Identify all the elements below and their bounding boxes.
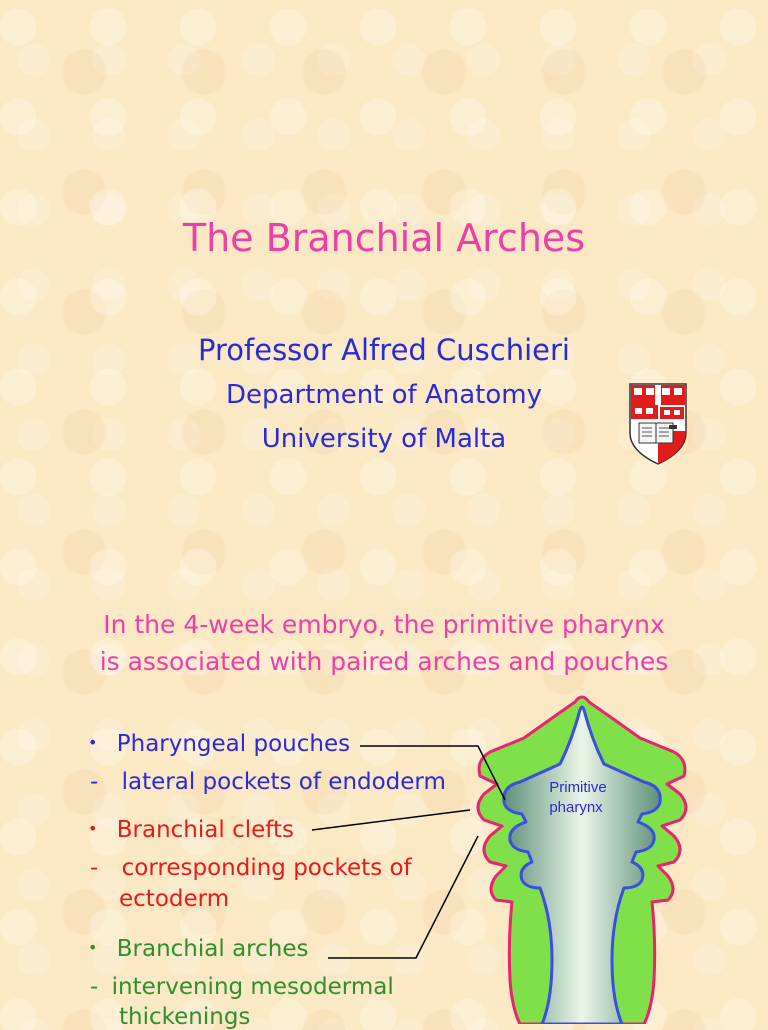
university-name: University of Malta [261,424,507,454]
diagram-label-line-2: pharynx [549,799,603,816]
bullet-label: Branchial arches [116,936,309,962]
department-name: Department of Anatomy [226,380,542,410]
university-crest-icon [629,383,687,465]
dash-marker: - [90,769,99,795]
bullet-arches-description: - intervening mesodermal [90,974,394,1000]
bullet-pharyngeal-pouches: • Pharyngeal pouches [88,731,350,757]
slide-title: The Branchial Arches [182,216,586,260]
bullet-clefts-description: - corresponding pockets of [90,855,412,881]
bullet-branchial-arches: • Branchial arches [88,936,308,962]
bullet-marker: • [88,733,98,752]
bullet-marker: • [88,938,98,957]
dash-marker: - [90,974,99,1000]
intro-line-2: is associated with paired arches and pou… [99,647,669,676]
bullet-clefts-description-line2: ectoderm [119,886,230,912]
pharynx-diagram: Primitive pharynx [476,695,688,1024]
pharynx-lumen-shape [502,705,662,1024]
bullet-pouches-description: - lateral pockets of endoderm [90,769,446,795]
leader-line-clefts [311,809,471,831]
description-label: corresponding pockets of [121,855,412,881]
description-label: lateral pockets of endoderm [121,769,446,795]
diagram-label-line-1: Primitive [549,779,607,796]
bullet-branchial-clefts: • Branchial clefts [88,817,294,843]
dash-marker: - [90,855,99,881]
bullet-label: Pharyngeal pouches [116,731,351,757]
description-label: intervening mesodermal [111,974,394,1000]
bullet-marker: • [88,819,98,838]
intro-line-1: In the 4-week embryo, the primitive phar… [103,610,665,639]
bullet-arches-description-line2: thickenings [119,1004,251,1030]
bullet-label: Branchial clefts [116,817,294,843]
intro-text: In the 4-week embryo, the primitive phar… [0,606,768,680]
author-name: Professor Alfred Cuschieri [198,333,570,367]
